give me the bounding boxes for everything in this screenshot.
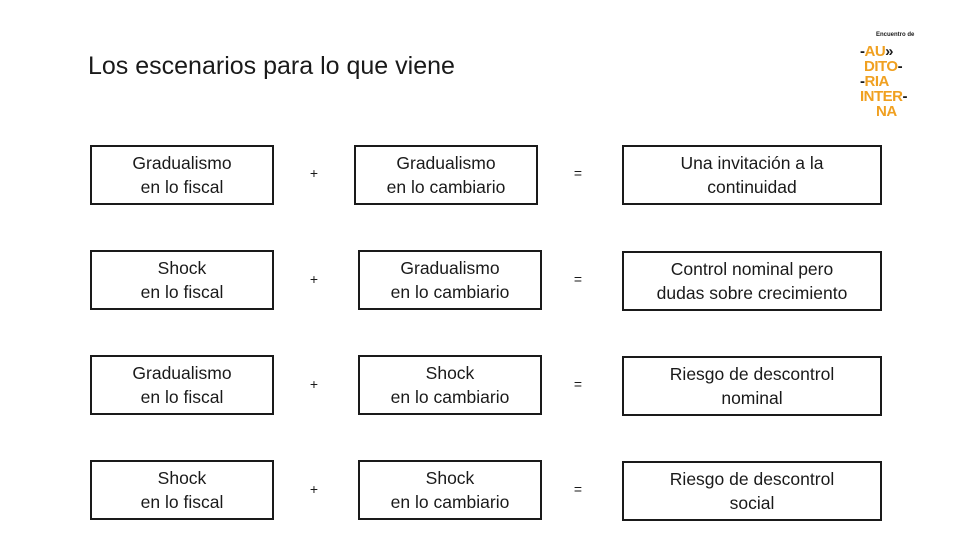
cambiario-line-2: en lo cambiario bbox=[390, 387, 510, 407]
cambiario-line-1: Shock bbox=[425, 363, 475, 383]
cambiario-line-2: en lo cambiario bbox=[390, 492, 510, 512]
result-line-2: nominal bbox=[721, 388, 783, 408]
plus-sign: + bbox=[309, 376, 319, 392]
logo-row-1: -AU» bbox=[860, 43, 894, 60]
cambiario-box: Shock en lo cambiario bbox=[358, 460, 542, 520]
fiscal-line-2: en lo fiscal bbox=[140, 177, 224, 197]
cambiario-line-2: en lo cambiario bbox=[390, 282, 510, 302]
equals-sign: = bbox=[573, 271, 583, 287]
plus-sign: + bbox=[309, 271, 319, 287]
fiscal-line-1: Gradualismo bbox=[132, 363, 232, 383]
equals-sign: = bbox=[573, 165, 583, 181]
result-line-2: continuidad bbox=[707, 177, 797, 197]
result-line-1: Control nominal pero bbox=[670, 259, 834, 279]
fiscal-line-2: en lo fiscal bbox=[140, 387, 224, 407]
fiscal-box: Shock en lo fiscal bbox=[90, 250, 274, 310]
auditoria-interna-logo: Encuentro de -AU» DITO- -RIA INTER- NA bbox=[858, 30, 918, 126]
fiscal-box: Gradualismo en lo fiscal bbox=[90, 145, 274, 205]
cambiario-line-1: Gradualismo bbox=[396, 153, 496, 173]
result-box: Una invitación a la continuidad bbox=[622, 145, 882, 205]
fiscal-box: Shock en lo fiscal bbox=[90, 460, 274, 520]
fiscal-line-2: en lo fiscal bbox=[140, 492, 224, 512]
equals-sign: = bbox=[573, 376, 583, 392]
fiscal-line-1: Shock bbox=[157, 258, 207, 278]
result-box: Riesgo de descontrol social bbox=[622, 461, 882, 521]
result-line-2: social bbox=[729, 493, 775, 513]
cambiario-line-2: en lo cambiario bbox=[386, 177, 506, 197]
result-box: Riesgo de descontrol nominal bbox=[622, 356, 882, 416]
logo-caption: Encuentro de bbox=[876, 32, 915, 38]
slide-title: Los escenarios para lo que viene bbox=[88, 52, 455, 80]
result-line-1: Riesgo de descontrol bbox=[669, 364, 835, 384]
fiscal-line-1: Gradualismo bbox=[132, 153, 232, 173]
logo-row-4: INTER- bbox=[860, 88, 907, 105]
logo-row-3: -RIA bbox=[860, 73, 889, 90]
cambiario-box: Shock en lo cambiario bbox=[358, 355, 542, 415]
plus-sign: + bbox=[309, 481, 319, 497]
result-line-2: dudas sobre crecimiento bbox=[656, 283, 848, 303]
equals-sign: = bbox=[573, 481, 583, 497]
logo-row-5: NA bbox=[876, 103, 897, 120]
cambiario-box: Gradualismo en lo cambiario bbox=[358, 250, 542, 310]
logo-row-2: DITO- bbox=[864, 58, 903, 75]
result-line-1: Riesgo de descontrol bbox=[669, 469, 835, 489]
result-line-1: Una invitación a la bbox=[680, 153, 824, 173]
fiscal-box: Gradualismo en lo fiscal bbox=[90, 355, 274, 415]
fiscal-line-1: Shock bbox=[157, 468, 207, 488]
cambiario-line-1: Shock bbox=[425, 468, 475, 488]
cambiario-line-1: Gradualismo bbox=[400, 258, 500, 278]
result-box: Control nominal pero dudas sobre crecimie… bbox=[622, 251, 882, 311]
plus-sign: + bbox=[309, 165, 319, 181]
cambiario-box: Gradualismo en lo cambiario bbox=[354, 145, 538, 205]
fiscal-line-2: en lo fiscal bbox=[140, 282, 224, 302]
